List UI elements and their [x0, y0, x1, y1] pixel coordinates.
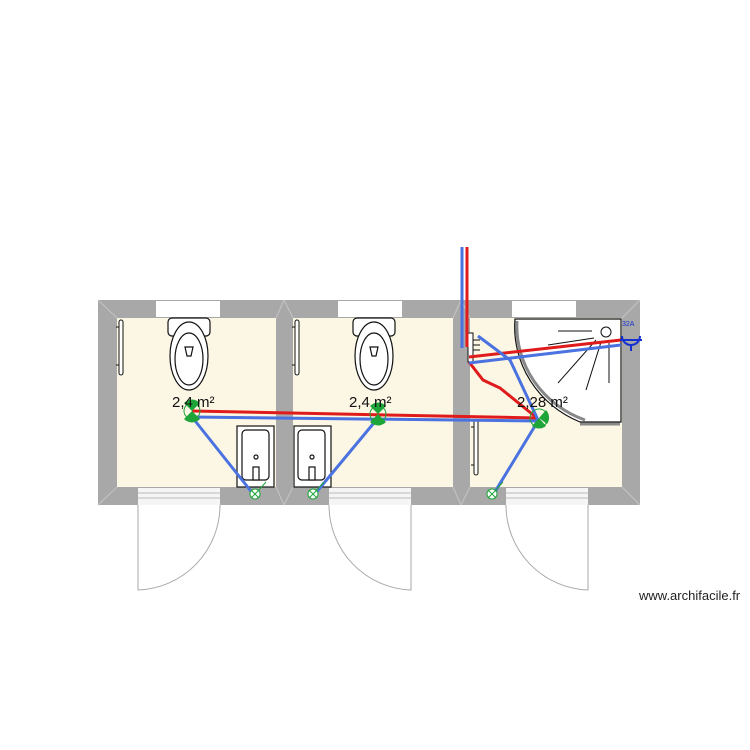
- towel-radiators[interactable]: [116, 319, 479, 476]
- toilet-wc-2[interactable]: [352, 317, 396, 391]
- cold-water-pipes: [190, 247, 622, 496]
- outlet-valves[interactable]: [249, 481, 504, 500]
- drain-shower: [529, 408, 550, 429]
- doors[interactable]: [137, 488, 589, 591]
- room-area-wc-2: 2,4 m²: [349, 394, 392, 411]
- door-wc-2: [328, 488, 412, 591]
- room-area-wc-1: 2,4 m²: [172, 394, 215, 411]
- electric-outlet-icon[interactable]: [620, 335, 642, 351]
- washbasin-wc-1[interactable]: [236, 425, 275, 488]
- floor-drains[interactable]: [183, 399, 550, 429]
- washbasin-wc-2[interactable]: [293, 425, 332, 488]
- drain-wc-1: [183, 399, 201, 423]
- shower-tray[interactable]: [514, 318, 622, 426]
- watermark: www.archifacile.fr: [639, 588, 741, 603]
- windows-top: [156, 301, 576, 317]
- electric-rating-label: 32A: [622, 321, 635, 328]
- room-area-shower: 2,28 m²: [517, 394, 568, 411]
- door-shower: [505, 488, 589, 591]
- door-wc-1: [137, 488, 221, 591]
- drain-wc-2: [369, 402, 387, 426]
- hot-water-pipes: [191, 247, 622, 420]
- wall-joints: [97, 299, 641, 506]
- toilet-wc-1[interactable]: [167, 317, 211, 391]
